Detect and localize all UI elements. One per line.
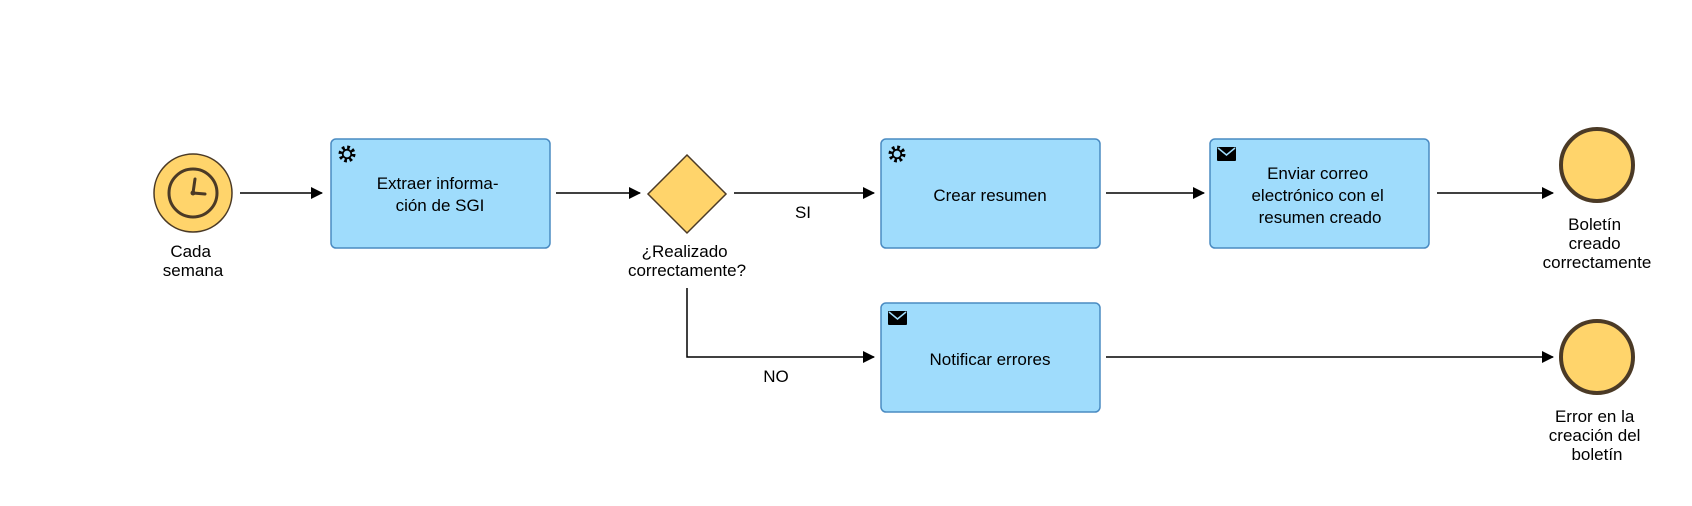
start-timer-event[interactable] xyxy=(153,153,233,233)
start-event-label: Cada semana xyxy=(163,242,224,280)
gear-icon xyxy=(338,145,356,163)
task-extract-label: Extraer informa- ción de SGI xyxy=(377,174,504,215)
task-email-label: Enviar correo electrónico con el resumen… xyxy=(1251,164,1388,227)
task-extract-information[interactable]: Extraer informa- ción de SGI xyxy=(330,138,551,249)
gateway-label: ¿Realizado correctamente? xyxy=(628,242,746,280)
end-event-success-label: Boletín creado correctamente xyxy=(1543,215,1652,272)
task-send-email[interactable]: Enviar correo electrónico con el resumen… xyxy=(1209,138,1430,249)
end-event-error-label: Error en la creación del boletín xyxy=(1549,407,1645,464)
task-create-summary[interactable]: Crear resumen xyxy=(880,138,1101,249)
envelope-icon xyxy=(888,311,907,325)
sequence-flows xyxy=(240,187,1554,363)
exclusive-gateway[interactable] xyxy=(646,153,728,235)
task-notify-errors[interactable]: Notificar errores xyxy=(880,302,1101,413)
task-summary-label: Crear resumen xyxy=(933,186,1046,205)
task-notify-label: Notificar errores xyxy=(930,350,1051,369)
end-event-error[interactable] xyxy=(1559,319,1635,395)
flow-label-no: NO xyxy=(763,367,789,386)
flow-gateway-no[interactable] xyxy=(686,288,875,363)
flow-label-yes: SI xyxy=(795,203,811,222)
envelope-icon xyxy=(1217,147,1236,161)
clock-icon xyxy=(167,167,219,219)
end-event-success[interactable] xyxy=(1559,127,1635,203)
gear-icon xyxy=(888,145,906,163)
